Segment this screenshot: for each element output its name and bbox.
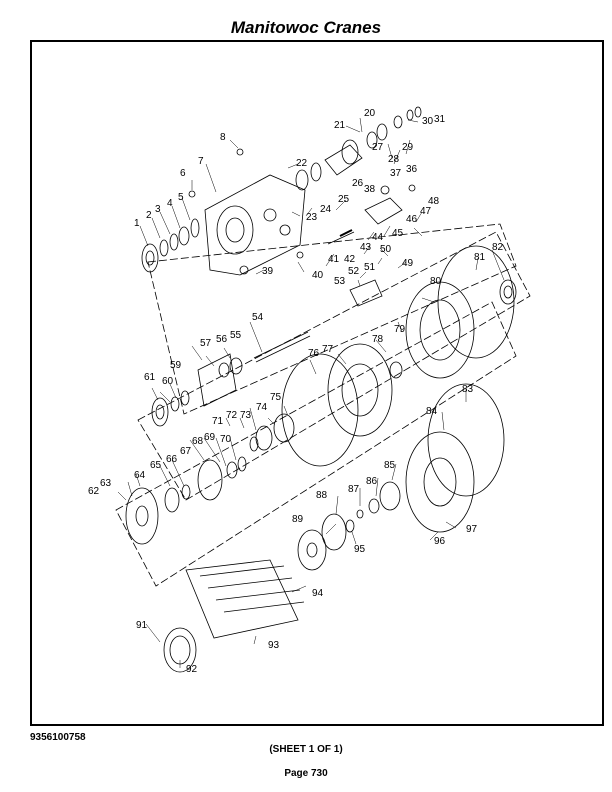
callout: 78 xyxy=(372,334,384,345)
callout: 48 xyxy=(428,196,440,207)
callout: 60 xyxy=(162,376,174,387)
callout-labels: 1 2 3 4 5 6 7 8 20 21 22 23 24 25 26 27 … xyxy=(88,108,504,675)
callout: 65 xyxy=(150,460,162,471)
callout: 95 xyxy=(354,544,366,555)
callout: 63 xyxy=(100,478,112,489)
callout: 21 xyxy=(334,120,346,131)
callout: 38 xyxy=(364,184,376,195)
callout: 83 xyxy=(462,384,474,395)
callout: 46 xyxy=(406,214,418,225)
callout: 51 xyxy=(364,262,376,273)
callout: 96 xyxy=(434,536,446,547)
callout: 47 xyxy=(420,206,432,217)
callout: 28 xyxy=(388,154,400,165)
callout: 80 xyxy=(430,276,442,287)
callout: 5 xyxy=(178,192,184,203)
callout: 36 xyxy=(406,164,418,175)
callout: 70 xyxy=(220,434,232,445)
callout: 22 xyxy=(296,158,308,169)
callout: 29 xyxy=(402,142,414,153)
callout: 53 xyxy=(334,276,346,287)
callout: 68 xyxy=(192,436,204,447)
part-number: 9356100758 xyxy=(30,732,86,743)
callout: 54 xyxy=(252,312,264,323)
callout: 25 xyxy=(338,194,350,205)
page-number: Page 730 xyxy=(284,768,328,779)
callout: 39 xyxy=(262,266,274,277)
callout: 42 xyxy=(344,254,356,265)
callout: 97 xyxy=(466,524,478,535)
callout: 64 xyxy=(134,470,146,481)
callout: 55 xyxy=(230,330,242,341)
callout: 2 xyxy=(146,210,152,221)
callout: 74 xyxy=(256,402,268,413)
callout: 91 xyxy=(136,620,148,631)
callout: 94 xyxy=(312,588,324,599)
callout: 72 xyxy=(226,410,238,421)
callout: 44 xyxy=(372,232,384,243)
callout: 93 xyxy=(268,640,280,651)
callout: 31 xyxy=(434,114,446,125)
callout: 52 xyxy=(348,266,360,277)
callout: 23 xyxy=(306,212,318,223)
callout: 79 xyxy=(394,324,406,335)
callout: 71 xyxy=(212,416,224,427)
callout: 40 xyxy=(312,270,324,281)
callout: 26 xyxy=(352,178,364,189)
callout: 88 xyxy=(316,490,328,501)
callout: 66 xyxy=(166,454,178,465)
callout: 45 xyxy=(392,228,404,239)
callout: 81 xyxy=(474,252,486,263)
callout: 85 xyxy=(384,460,396,471)
callout: 20 xyxy=(364,108,376,119)
callout: 30 xyxy=(422,116,434,127)
callout: 49 xyxy=(402,258,414,269)
callout: 41 xyxy=(328,254,340,265)
callout: 75 xyxy=(270,392,282,403)
callout: 1 xyxy=(134,218,140,229)
callout: 3 xyxy=(155,204,161,215)
callout: 82 xyxy=(492,242,504,253)
sheet-indicator: (SHEET 1 OF 1) xyxy=(269,744,343,755)
callout: 59 xyxy=(170,360,182,371)
callout: 56 xyxy=(216,334,228,345)
callout: 37 xyxy=(390,168,402,179)
callout: 61 xyxy=(144,372,156,383)
callout: 87 xyxy=(348,484,360,495)
callout: 4 xyxy=(167,198,173,209)
callout: 62 xyxy=(88,486,100,497)
callout: 77 xyxy=(322,344,334,355)
callout: 69 xyxy=(204,432,216,443)
callout: 27 xyxy=(372,142,384,153)
callout: 24 xyxy=(320,204,332,215)
callout: 67 xyxy=(180,446,192,457)
callout: 57 xyxy=(200,338,212,349)
callout: 7 xyxy=(198,156,204,167)
callout: 84 xyxy=(426,406,438,417)
callout: 86 xyxy=(366,476,378,487)
callout: 50 xyxy=(380,244,392,255)
callout: 6 xyxy=(180,168,186,179)
callout: 8 xyxy=(220,132,226,143)
diagram-frame xyxy=(30,40,604,726)
callout: 89 xyxy=(292,514,304,525)
callout: 92 xyxy=(186,664,198,675)
page-title: Manitowoc Cranes xyxy=(230,18,382,37)
callout: 43 xyxy=(360,242,372,253)
exploded-parts-diagram: 1 2 3 4 5 6 7 8 20 21 22 23 24 25 26 27 … xyxy=(88,106,531,675)
callout: 76 xyxy=(308,348,320,359)
callout: 73 xyxy=(240,410,252,421)
